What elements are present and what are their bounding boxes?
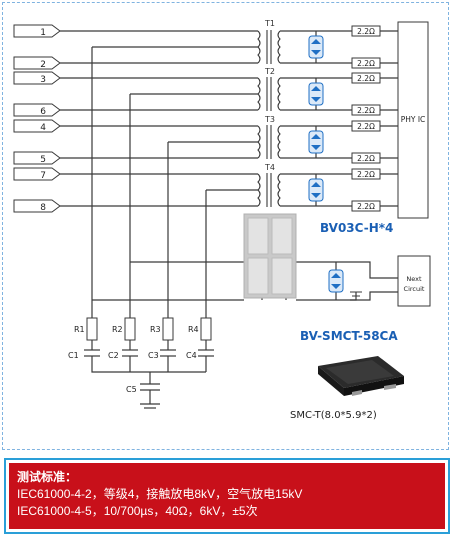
svg-text:PHY IC: PHY IC xyxy=(401,115,426,124)
transformer-t2 xyxy=(257,77,281,111)
tvs-diode xyxy=(308,178,324,202)
cap-c5-label: C5 xyxy=(126,385,137,394)
svg-text:2.2Ω: 2.2Ω xyxy=(357,27,375,36)
svg-text:7: 7 xyxy=(40,171,46,181)
phy-ic: PHY IC xyxy=(397,21,429,219)
transformers xyxy=(257,30,281,207)
pin-tag: 6 xyxy=(13,103,61,117)
label-t2: T2 xyxy=(264,67,275,76)
test-standard-panel: 测试标准： IEC61000-4-2，等级4，接触放电8kV，空气放电15kV … xyxy=(4,458,450,534)
connector-pins: 1 2 3 6 4 5 7 8 xyxy=(13,24,61,213)
resistor-r1 xyxy=(86,317,98,341)
package-label: SMC-T(8.0*5.9*2) xyxy=(290,410,377,421)
svg-text:R2: R2 xyxy=(112,325,123,334)
svg-text:3: 3 xyxy=(40,75,46,85)
svg-text:8: 8 xyxy=(40,203,46,213)
svg-text:Next: Next xyxy=(406,275,422,283)
ground-symbol xyxy=(350,291,362,301)
series-resistor: 2.2Ω xyxy=(351,200,381,212)
svg-text:C2: C2 xyxy=(108,351,119,360)
svg-text:4: 4 xyxy=(40,123,46,133)
tvs-diode xyxy=(308,35,324,59)
transformer-t3 xyxy=(257,125,281,159)
svg-text:6: 6 xyxy=(40,107,46,117)
series-resistor: 2.2Ω xyxy=(351,57,381,69)
series-resistor: 2.2Ω xyxy=(351,120,381,132)
part-label-smct: BV-SMCT-58CA xyxy=(300,329,398,343)
tvs-diode xyxy=(308,130,324,154)
svg-text:2.2Ω: 2.2Ω xyxy=(357,106,375,115)
svg-text:Circuit: Circuit xyxy=(404,285,425,293)
svg-text:2.2Ω: 2.2Ω xyxy=(357,202,375,211)
svg-text:2.2Ω: 2.2Ω xyxy=(357,74,375,83)
svg-text:C1: C1 xyxy=(68,351,79,360)
svg-text:5: 5 xyxy=(40,155,46,165)
test-standard-content: 测试标准： IEC61000-4-2，等级4，接触放电8kV，空气放电15kV … xyxy=(9,463,445,529)
pin-tag: 8 xyxy=(13,199,61,213)
svg-text:R1: R1 xyxy=(74,325,85,334)
pin-tag: 7 xyxy=(13,167,61,181)
resistor-r3 xyxy=(162,317,174,341)
part-label-bv03c: BV03C-H*4 xyxy=(320,221,393,235)
pin-tag: 4 xyxy=(13,119,61,133)
series-resistor: 2.2Ω xyxy=(351,168,381,180)
resistor-r2 xyxy=(124,317,136,341)
svg-text:C3: C3 xyxy=(148,351,159,360)
series-resistor: 2.2Ω xyxy=(351,25,381,37)
series-resistor: 2.2Ω xyxy=(351,104,381,116)
test-standard-title: 测试标准： xyxy=(17,470,78,484)
pin-tag: 3 xyxy=(13,71,61,85)
label-t3: T3 xyxy=(264,115,275,124)
svg-text:R4: R4 xyxy=(188,325,199,334)
termination-caps: C1 C2 C3 C4 C5 xyxy=(68,351,197,394)
transformer-t1 xyxy=(257,30,281,64)
svg-text:2.2Ω: 2.2Ω xyxy=(357,59,375,68)
svg-text:R3: R3 xyxy=(150,325,161,334)
protection-circuit-schematic: 1 2 3 6 4 5 7 8 T1 T2 T3 T4 xyxy=(13,19,431,421)
pin-tag: 2 xyxy=(13,56,61,70)
label-t4: T4 xyxy=(264,163,275,172)
pin-tag: 5 xyxy=(13,151,61,165)
series-resistors: 2.2Ω 2.2Ω 2.2Ω 2.2Ω 2.2Ω 2.2Ω 2.2Ω 2.2Ω xyxy=(351,25,381,212)
diagram-frame xyxy=(2,2,449,450)
tvs-diode-output xyxy=(328,269,344,293)
svg-text:1: 1 xyxy=(40,28,46,38)
smct-chip xyxy=(243,213,297,299)
svg-text:C4: C4 xyxy=(186,351,197,360)
series-resistor: 2.2Ω xyxy=(351,152,381,164)
transformer-t4 xyxy=(257,173,281,207)
tvs-diode xyxy=(308,82,324,106)
smc-t-package-image xyxy=(318,356,404,396)
svg-text:2.2Ω: 2.2Ω xyxy=(357,154,375,163)
svg-text:2.2Ω: 2.2Ω xyxy=(357,170,375,179)
svg-text:2.2Ω: 2.2Ω xyxy=(357,122,375,131)
test-standard-line-surge: IEC61000-4-5，10/700µs，40Ω，6kV，±5次 xyxy=(17,504,258,518)
svg-text:2: 2 xyxy=(40,60,46,70)
label-t1: T1 xyxy=(264,19,275,28)
pin-tag: 1 xyxy=(13,24,61,38)
resistor-r4 xyxy=(200,317,212,341)
series-resistor: 2.2Ω xyxy=(351,72,381,84)
test-standard-line-esd: IEC61000-4-2，等级4，接触放电8kV，空气放电15kV xyxy=(17,487,303,501)
tvs-diodes-bv03c xyxy=(308,35,324,202)
termination-resistors: R1 R2 R3 R4 xyxy=(74,317,212,341)
next-circuit-block: Next Circuit xyxy=(397,255,431,307)
